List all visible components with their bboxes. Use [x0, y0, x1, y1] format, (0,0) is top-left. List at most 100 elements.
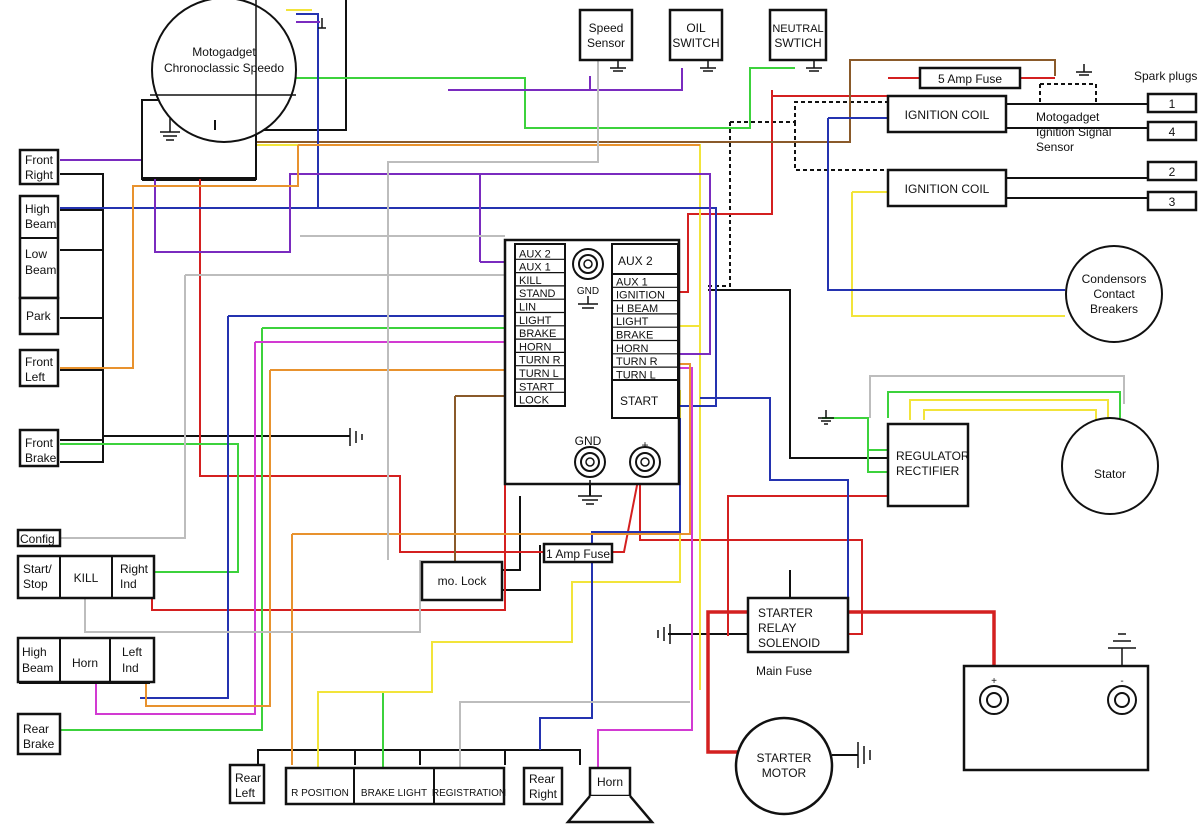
svg-text:Front: Front — [25, 355, 54, 369]
svg-text:Motogadget: Motogadget — [1036, 110, 1100, 124]
svg-text:Left: Left — [235, 786, 256, 800]
svg-text:Left: Left — [25, 370, 46, 384]
rear-section: Rear Left R POSITION BRAKE LIGHT REGISTR… — [228, 763, 655, 824]
right-pin: TURN L — [616, 369, 656, 381]
speed-sensor: Speed Sensor — [578, 8, 634, 72]
svg-text:STARTER: STARTER — [758, 606, 813, 620]
condensors-line3: Breakers — [1090, 302, 1138, 316]
right-pin: START — [620, 394, 659, 408]
svg-text:Rear: Rear — [235, 771, 261, 785]
gnd-top-label: GND — [577, 286, 599, 297]
svg-text:KILL: KILL — [74, 571, 99, 585]
right-pin: HORN — [616, 343, 648, 355]
right-pin: AUX 1 — [616, 276, 648, 288]
ignition-coil-1: IGNITION COIL — [905, 108, 990, 122]
plug-3: 3 — [1169, 195, 1176, 209]
left-pin: BRAKE — [519, 328, 556, 340]
svg-text:Right: Right — [529, 787, 558, 801]
plug-2: 2 — [1169, 165, 1176, 179]
left-pin: AUX 2 — [519, 248, 551, 260]
oil-switch: OIL SWITCH — [668, 8, 724, 72]
svg-text:RELAY: RELAY — [758, 621, 796, 635]
svg-text:Right: Right — [120, 562, 149, 576]
svg-text:Low: Low — [25, 247, 47, 261]
fuse-5amp: 5 Amp Fuse — [938, 72, 1002, 86]
left-pin: TURN R — [519, 355, 561, 367]
svg-text:Right: Right — [25, 168, 54, 182]
battery-plus-label: + — [991, 676, 997, 687]
horn-icon — [565, 795, 655, 824]
neutral-switch: NEUTRAL SWTICH — [768, 8, 828, 72]
plug-4: 4 — [1169, 125, 1176, 139]
right-pin: LIGHT — [616, 316, 649, 328]
svg-text:Beam: Beam — [25, 217, 56, 231]
svg-text:OIL: OIL — [686, 21, 706, 35]
left-pin: STAND — [519, 288, 556, 300]
svg-text:NEUTRAL: NEUTRAL — [772, 23, 823, 35]
left-pin: KILL — [519, 275, 542, 287]
speedo: Motogadget Chronoclassic Speedo — [141, 0, 326, 179]
fuse-1amp: 1 Amp Fuse — [546, 547, 610, 561]
ground-icon — [700, 60, 716, 72]
right-pin: BRAKE — [616, 330, 653, 342]
spark-plugs-title: Spark plugs — [1134, 69, 1197, 83]
brake-light-label: BRAKE LIGHT — [361, 788, 427, 799]
starter-motor-line1: STARTER — [757, 751, 812, 765]
svg-text:High: High — [22, 645, 47, 659]
starter-motor-line2: MOTOR — [762, 766, 807, 780]
svg-text:Rear: Rear — [529, 772, 555, 786]
svg-text:Left: Left — [122, 645, 143, 659]
registration-label: REGISTRATION — [432, 788, 506, 799]
right-pin: AUX 2 — [618, 254, 653, 268]
svg-text:Config: Config — [20, 532, 55, 546]
svg-text:Ind: Ind — [122, 661, 139, 675]
charging-section: REGULATOR RECTIFIER Stator — [818, 410, 1159, 515]
horn-label: Horn — [597, 775, 623, 789]
left-pin: START — [519, 381, 554, 393]
left-pin: TURN L — [519, 368, 559, 380]
left-pin: LOCK — [519, 395, 550, 407]
svg-text:Rear: Rear — [23, 722, 49, 736]
svg-text:High: High — [25, 202, 50, 216]
r-position-label: R POSITION — [291, 788, 349, 799]
main-fuse-label: Main Fuse — [756, 664, 812, 678]
svg-text:Ignition Signal: Ignition Signal — [1036, 125, 1111, 139]
speedo-ground-icon — [160, 118, 180, 141]
ignition-section: 5 Amp Fuse IGNITION COIL IGNITION COIL M… — [886, 64, 1197, 343]
starter-ground-icon — [857, 742, 871, 768]
svg-text:Ind: Ind — [120, 577, 137, 591]
svg-text:Beam: Beam — [22, 661, 53, 675]
ground-icon — [806, 60, 822, 72]
svg-text:Start/: Start/ — [23, 562, 52, 576]
left-pin: HORN — [519, 341, 551, 353]
ground-icon — [610, 60, 626, 72]
mo-lock-label: mo. Lock — [438, 574, 488, 588]
svg-text:Speed: Speed — [589, 21, 624, 35]
svg-text:Sensor: Sensor — [587, 36, 625, 50]
lower-section: 1 Amp Fuse mo. Lock STARTER RELAY SOLENO… — [420, 542, 1150, 816]
svg-text:Front: Front — [25, 153, 54, 167]
condensors-line1: Condensors — [1082, 272, 1147, 286]
gnd-bottom-label: GND — [575, 434, 602, 448]
stator-label: Stator — [1094, 467, 1126, 481]
svg-text:Horn: Horn — [72, 656, 98, 670]
left-pin: LIGHT — [519, 315, 552, 327]
speedo-top-ground-icon — [318, 18, 326, 29]
svg-text:Brake: Brake — [25, 451, 57, 465]
plus-label: + — [641, 438, 648, 452]
speedo-line2: Chronoclassic Speedo — [164, 61, 284, 75]
right-pin: IGNITION — [616, 290, 665, 302]
condensors-line2: Contact — [1093, 287, 1135, 301]
mcontrol-ground-icon — [578, 296, 598, 309]
svg-text:SOLENOID: SOLENOID — [758, 636, 820, 650]
svg-text:RECTIFIER: RECTIFIER — [896, 464, 960, 478]
battery-minus-label: - — [1120, 676, 1123, 687]
ignition-coil-2: IGNITION COIL — [905, 182, 990, 196]
plug-1: 1 — [1169, 97, 1176, 111]
svg-text:Stop: Stop — [23, 577, 48, 591]
speedo-line1: Motogadget — [192, 45, 256, 59]
svg-text:SWTICH: SWTICH — [774, 36, 821, 50]
relay-ground-icon — [657, 624, 671, 644]
